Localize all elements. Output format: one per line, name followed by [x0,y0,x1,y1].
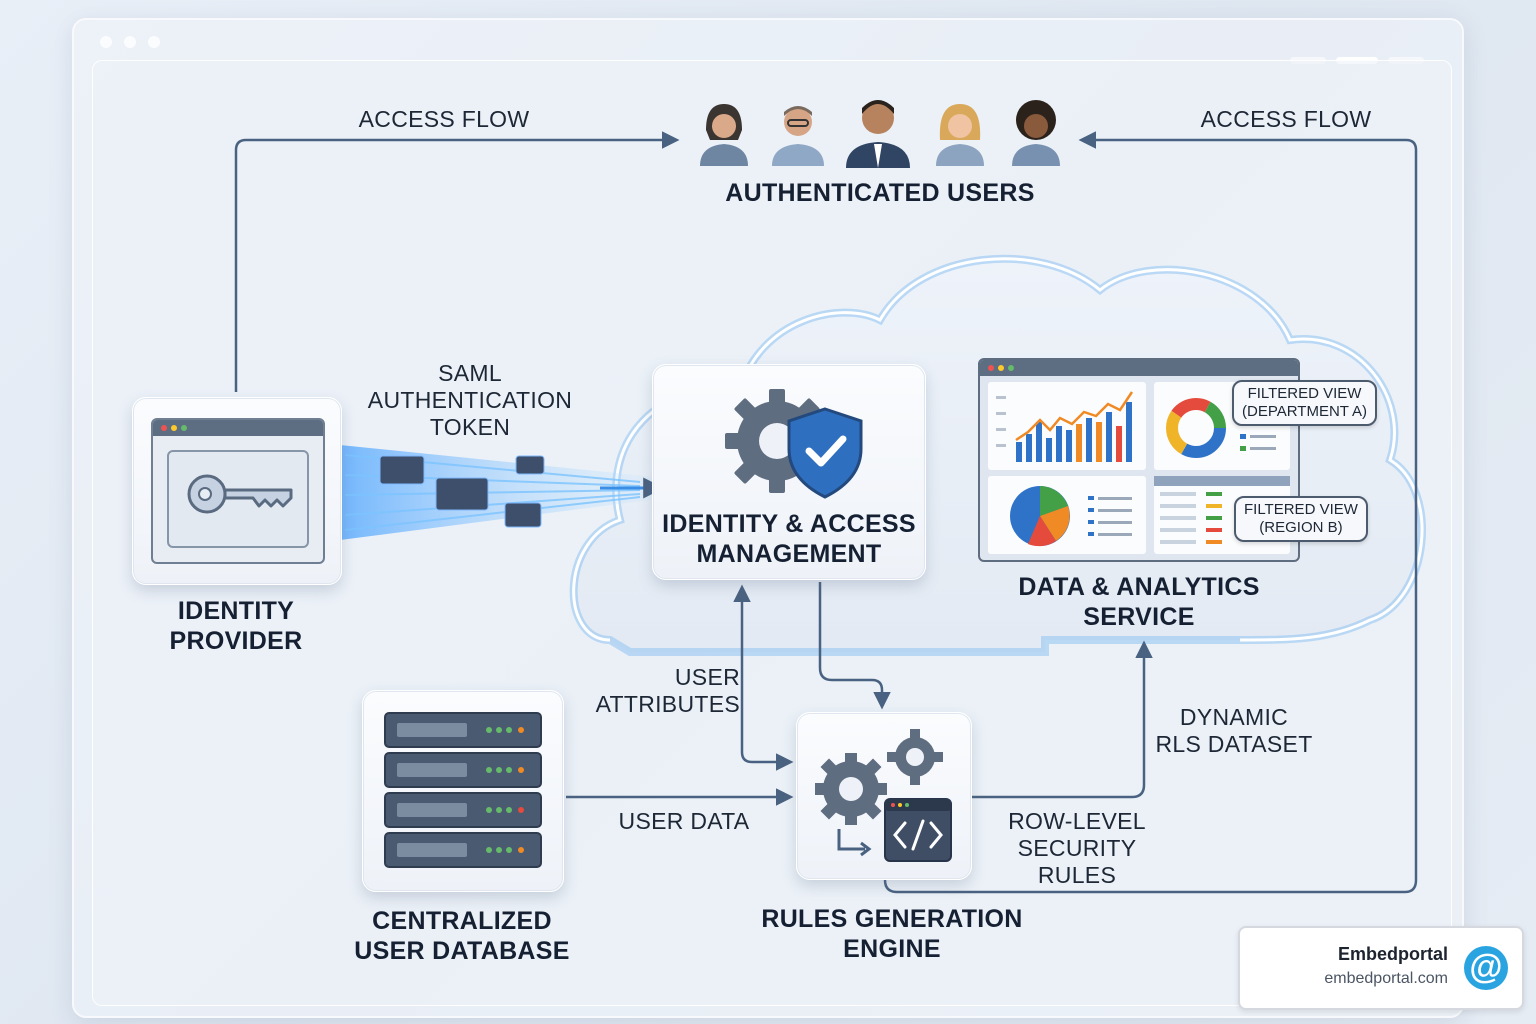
user-database-card[interactable] [362,690,564,892]
row-level-rules-label: ROW-LEVEL SECURITY RULES [1008,808,1146,888]
browser-window [151,418,325,564]
iam-label: IDENTITY & ACCESS MANAGEMENT [662,510,916,568]
user-database-label: CENTRALIZED USER DATABASE [354,907,570,965]
user-avatar-icon [692,96,756,168]
brand-name: Embedportal [1337,944,1448,964]
saml-token-label: SAML AUTHENTICATION TOKEN [367,360,573,440]
user-avatar-icon [766,96,830,168]
analytics-dashboard[interactable] [978,358,1300,562]
window-dot [100,36,112,48]
access-flow-right-label: ACCESS FLOW [1200,106,1372,132]
user-avatar-icon [842,90,914,170]
user-avatar-icon [928,96,992,168]
authenticated-users-label: AUTHENTICATED USERS [725,179,1035,207]
gears-code-icon [807,723,963,876]
brand-badge[interactable]: Embedportal embedportal.com @ [1238,926,1524,1010]
user-avatar-icon [1004,96,1068,168]
rules-engine-card[interactable] [796,712,972,880]
identity-provider-card[interactable] [132,397,342,585]
iam-card[interactable]: IDENTITY & ACCESS MANAGEMENT [652,364,926,580]
access-flow-left-label: ACCESS FLOW [358,106,530,132]
rules-engine-label: RULES GENERATION ENGINE [761,905,1023,963]
data-analytics-label: DATA & ANALYTICS SERVICE [1018,573,1260,631]
bar-line-chart [988,382,1146,470]
identity-provider-label: IDENTITY PROVIDER [169,597,303,655]
window-dot [124,36,136,48]
key-icon [183,464,295,529]
gear-shield-icon [719,379,869,508]
brand-url[interactable]: embedportal.com [1324,970,1448,987]
callout-region-b: FILTERED VIEW (REGION B) [1234,496,1368,542]
dynamic-rls-label: DYNAMIC RLS DATASET [1155,704,1313,757]
user-data-label: USER DATA [618,808,750,834]
at-sign-icon: @ [1464,946,1508,990]
callout-department-a: FILTERED VIEW (DEPARTMENT A) [1232,380,1378,426]
window-dot [148,36,160,48]
user-attributes-label: USER ATTRIBUTES [595,664,740,717]
pie-chart [988,476,1146,554]
server-icon [381,711,545,876]
